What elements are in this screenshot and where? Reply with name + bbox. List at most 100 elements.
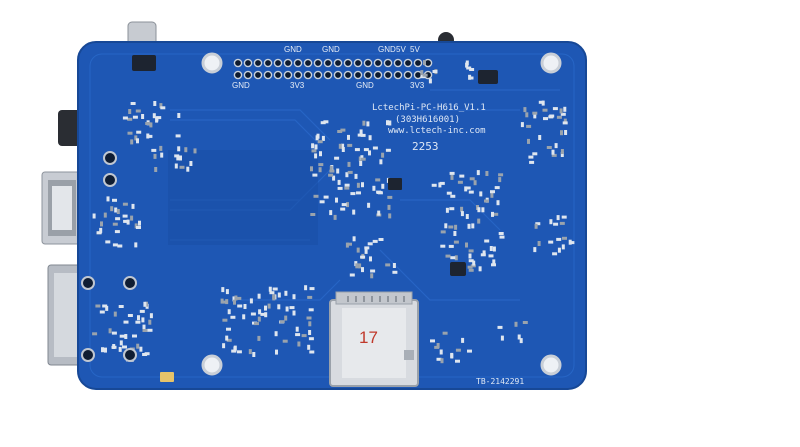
header-top-label: GND [378, 45, 396, 54]
smd-part [136, 343, 140, 349]
smd-part [149, 122, 153, 128]
smd-part [490, 190, 495, 194]
smd-part [309, 350, 315, 354]
smd-part [329, 210, 333, 216]
smd-part [559, 221, 565, 225]
smd-part [491, 211, 494, 217]
gpio-pin-hole [383, 70, 393, 80]
smd-part [375, 178, 381, 182]
gpio-pin-hole [333, 58, 343, 68]
smd-part [492, 246, 496, 252]
gpio-pin-hole [233, 58, 243, 68]
smd-part [549, 219, 553, 225]
smd-part [385, 263, 391, 267]
smd-part [147, 134, 153, 138]
smd-part [148, 319, 152, 325]
smd-part [372, 146, 378, 150]
smd-part [535, 222, 541, 226]
smd-part [319, 200, 325, 204]
smd-part [491, 263, 496, 267]
smd-part [277, 292, 281, 298]
smd-part [364, 248, 368, 254]
smd-part [361, 182, 364, 188]
gpio-pin-hole [323, 58, 333, 68]
smd-part [156, 116, 162, 120]
smd-part [134, 135, 138, 141]
smd-part [284, 315, 288, 321]
smd-part [336, 168, 340, 174]
smd-part [289, 306, 295, 310]
smd-part [338, 143, 342, 149]
smd-part [272, 287, 278, 291]
smd-part [335, 197, 338, 203]
smd-part [541, 100, 545, 106]
smd-part [352, 236, 356, 242]
smd-part [537, 241, 541, 246]
smd-part [337, 130, 343, 133]
smd-part [552, 252, 558, 256]
smd-part [317, 140, 323, 144]
header-top-label: 5V [396, 45, 406, 54]
smd-part [116, 209, 120, 214]
smd-part [392, 270, 398, 274]
smd-part [498, 173, 504, 177]
smd-part [292, 294, 296, 300]
gpio-header [233, 58, 433, 80]
smd-part [250, 312, 256, 316]
smd-part [132, 334, 137, 338]
ic-chips [132, 55, 498, 382]
smd-part [267, 303, 271, 309]
smd-part [279, 320, 285, 324]
smd-part [423, 60, 426, 66]
connector-pads [81, 151, 137, 362]
smd-part [439, 349, 443, 355]
smd-part [258, 309, 262, 315]
gpio-pin-hole [413, 58, 423, 68]
gpio-pin-hole [363, 70, 373, 80]
smd-part [529, 160, 535, 164]
smd-part [252, 352, 256, 357]
smd-part [306, 316, 312, 320]
smd-part [466, 66, 472, 70]
mounting-holes [201, 52, 562, 376]
smd-part [436, 343, 440, 348]
smd-part [118, 346, 122, 352]
smd-part [272, 294, 276, 300]
smd-part [329, 169, 335, 173]
smd-part [193, 148, 197, 154]
smd-part [346, 202, 349, 208]
smd-part [386, 120, 389, 126]
smd-part [231, 349, 237, 353]
header-bottom-label: GND [232, 81, 250, 90]
smd-part [337, 179, 341, 185]
smd-part [142, 329, 148, 332]
smd-part [498, 232, 504, 235]
smd-part [552, 107, 558, 111]
smd-part [222, 318, 228, 322]
smd-part [439, 181, 445, 185]
smd-part [477, 218, 481, 224]
smd-part [551, 153, 557, 157]
smd-part [249, 298, 253, 304]
smd-part [392, 263, 396, 268]
header-top-label: 5V [410, 45, 420, 54]
smd-part [525, 112, 529, 118]
smd-part [563, 106, 567, 112]
smd-part [359, 129, 363, 135]
date-code-text: 2253 [412, 140, 439, 153]
smd-part [469, 177, 475, 181]
smd-part [135, 320, 141, 324]
smd-part [153, 101, 157, 106]
smd-part [493, 212, 499, 216]
smd-part [564, 130, 568, 135]
smd-part [127, 117, 133, 121]
smd-part [103, 212, 107, 218]
smd-part [124, 334, 128, 339]
smd-part [468, 190, 474, 194]
smd-part [115, 217, 121, 221]
smd-part [137, 315, 140, 321]
smd-part [444, 223, 448, 229]
smd-part [368, 135, 372, 141]
smd-part [538, 135, 542, 140]
smd-part [361, 267, 364, 273]
